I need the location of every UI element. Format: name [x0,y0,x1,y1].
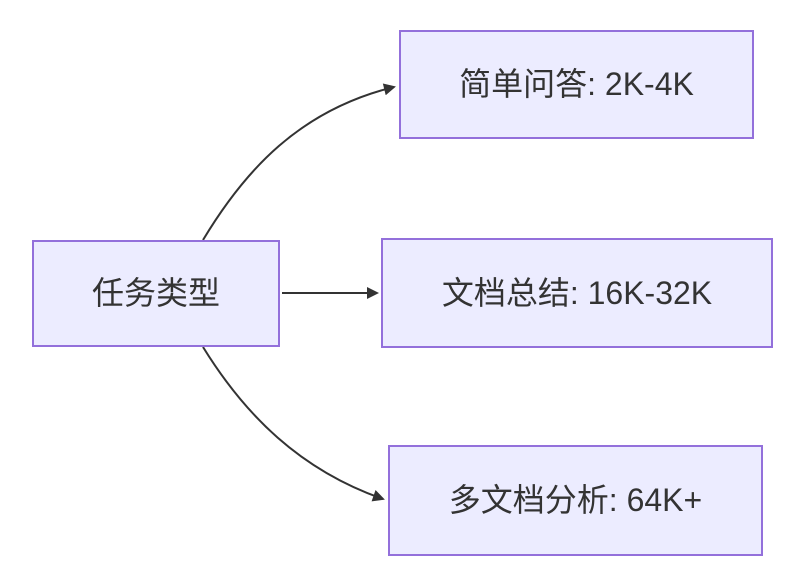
node-task-type-label: 任务类型 [91,275,220,312]
node-multi-doc-analysis-label: 多文档分析: 64K+ [448,482,703,519]
node-task-type: 任务类型 [32,240,280,347]
node-doc-summary-label: 文档总结: 16K-32K [441,274,713,311]
node-simple-qa: 简单问答: 2K-4K [399,30,754,139]
edge-task-type-to-multi-doc-analysis [202,346,385,502]
node-doc-summary: 文档总结: 16K-32K [381,238,773,348]
node-multi-doc-analysis: 多文档分析: 64K+ [388,445,763,556]
node-simple-qa-label: 简单问答: 2K-4K [459,66,694,103]
edge-task-type-to-simple-qa [202,83,396,241]
